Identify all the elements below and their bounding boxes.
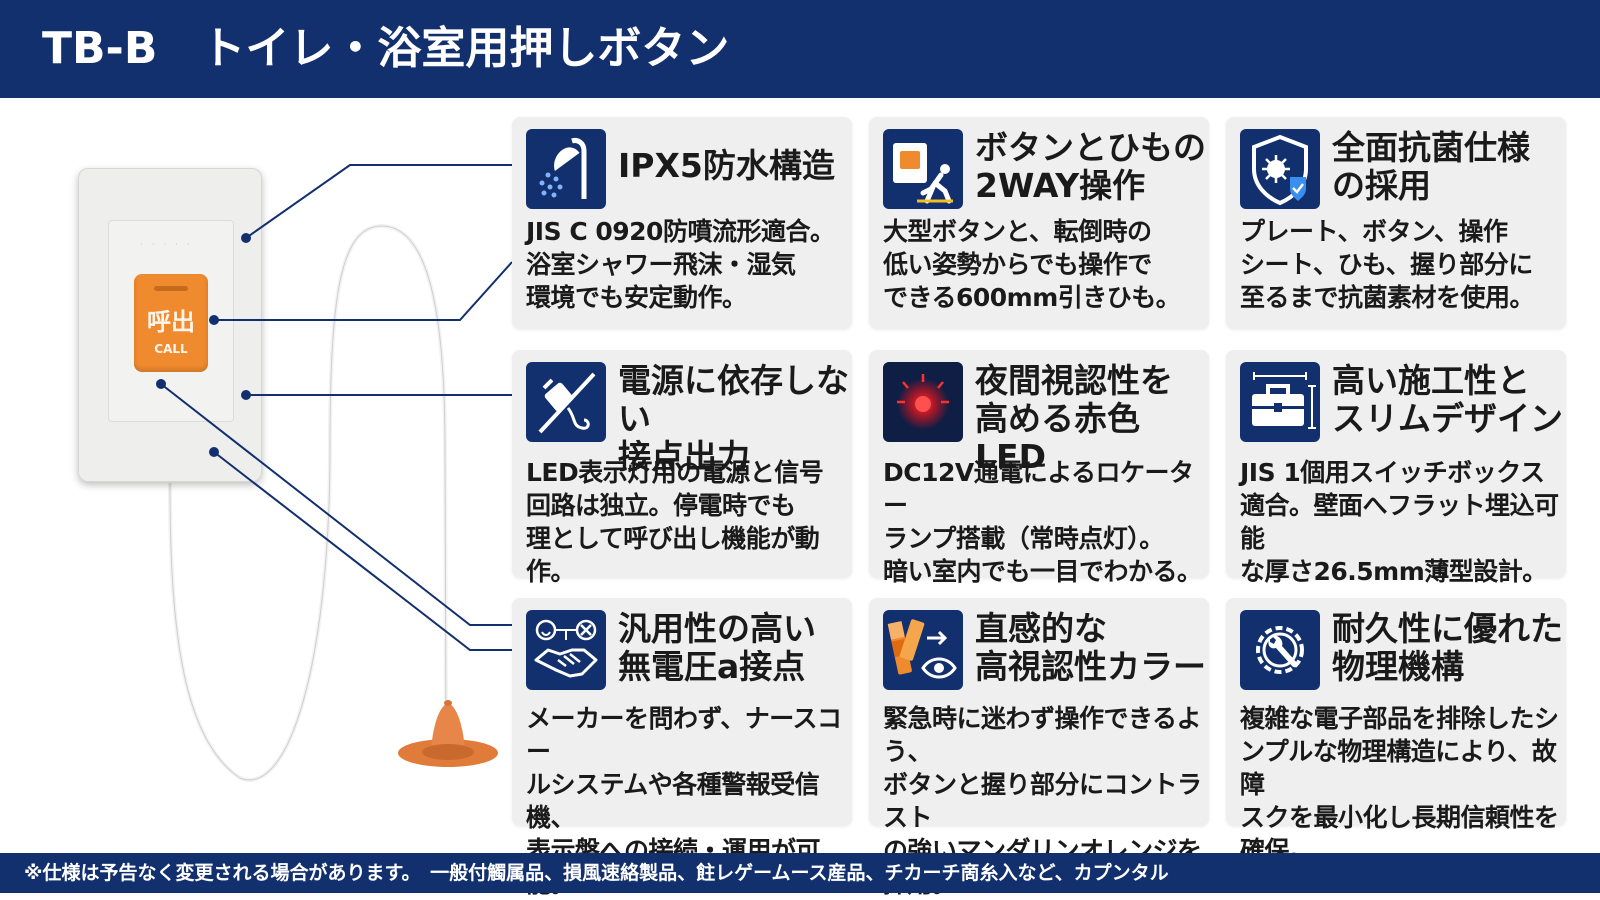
button-fall-icon [883,129,963,209]
feature-body: プレート、ボタン、操作 シート、ひも、握り部分に 至るまで抗菌素材を使用。 [1240,217,1535,312]
feature-title: 耐久性に優れた 物理機構 [1332,609,1563,686]
feature-card-color: 直感的な 高視認性カラー 緊急時に迷わず操作できるよう、 ボタンと握り部分にコン… [869,598,1209,898]
feature-title: ボタンとひもの 2WAY操作 [975,128,1206,205]
feature-body: 大型ボタンと、転倒時の 低い姿勢からでも操作で できる600mm引きひも。 [883,217,1181,312]
header-bar: TB-B トイレ・浴室用押しボタン [0,0,1600,98]
footer-bar: ※仕様は予告なく変更される場合があります。 一般付觸属品、損風速絡製品、飳レゲー… [0,853,1600,893]
red-led-icon [883,362,963,442]
toolbox-icon [1240,362,1320,442]
feature-card-waterproof: IPX5防水構造 JIS C 0920防噴流形適合。 浴室シャワー飛沫・湿気 環… [512,117,852,329]
feature-card-durability: 耐久性に優れた 物理機構 複雑な電子部品を排除したシ ンプルな物理構造により、故… [1226,598,1566,865]
call-button-label: 呼出 [147,308,195,336]
locator-led [154,286,188,291]
feature-title: IPX5防水構造 [618,146,835,185]
feature-body: 複雑な電子部品を排除したシ ンプルな物理構造により、故障 スクを最小化し長期信頼… [1240,704,1559,865]
gear-wrench-icon [1240,610,1320,690]
pull-handle [398,700,498,767]
feature-title: 全面抗菌仕様 の採用 [1332,128,1530,205]
color-palette-eye-icon [883,610,963,690]
handshake-icon [526,610,606,690]
feature-card-no-power: 電源に依存しない 接点出力 LED表示灯用の電源と信号 回路は独立。停電時でも … [512,350,852,586]
feature-title: 直感的な 高視認性カラー [975,609,1206,686]
feature-body: LED表示灯用の電源と信号 回路は独立。停電時でも 理として呼び出し機能が動作。 [526,458,824,586]
page-title: TB-B トイレ・浴室用押しボタン [42,23,730,74]
feature-card-slim: 高い施工性と スリムデザイン JIS 1個用スイッチボックス 適合。壁面へフラッ… [1226,350,1566,586]
shower-icon [526,129,606,209]
feature-title: 夜間視認性を 高める赤色LED [975,361,1173,476]
feature-title: 高い施工性と スリムデザイン [1332,361,1563,438]
feature-card-antibacterial: 全面抗菌仕様 の採用 プレート、ボタン、操作 シート、ひも、握り部分に 至るまで… [1226,117,1566,329]
feature-title: 汎用性の高い 無電圧a接点 [618,609,816,686]
pull-cord [168,223,448,782]
feature-card-2way: ボタンとひもの 2WAY操作 大型ボタンと、転倒時の 低い姿勢からでも操作で で… [869,117,1209,329]
feature-body: JIS 1個用スイッチボックス 適合。壁面へフラット埋込可能 な厚さ26.5mm… [1240,458,1559,586]
plate-mark: · · · · · [140,240,193,250]
footer-note: ※仕様は予告なく変更される場合があります。 一般付觸属品、損風速絡製品、飳レゲー… [24,862,1169,884]
antibacterial-shield-icon [1240,129,1320,209]
call-button[interactable]: 呼出 CALL [134,274,208,372]
feature-body: DC12V通電によるロケーター ランプ搭載（常時点灯）。 暗い室内でも一目でわか… [883,458,1202,586]
feature-card-red-led: 夜間視認性を 高める赤色LED DC12V通電によるロケーター ランプ搭載（常時… [869,350,1209,586]
call-button-sublabel: CALL [154,342,188,356]
no-power-plug-icon [526,362,606,442]
feature-card-dry-contact: 汎用性の高い 無電圧a接点 メーカーを問わず、ナースコー ルシステムや各種警報受… [512,598,852,898]
feature-title: 電源に依存しない 接点出力 [618,361,849,476]
feature-body: JIS C 0920防噴流形適合。 浴室シャワー飛沫・湿気 環境でも安定動作。 [526,217,835,312]
